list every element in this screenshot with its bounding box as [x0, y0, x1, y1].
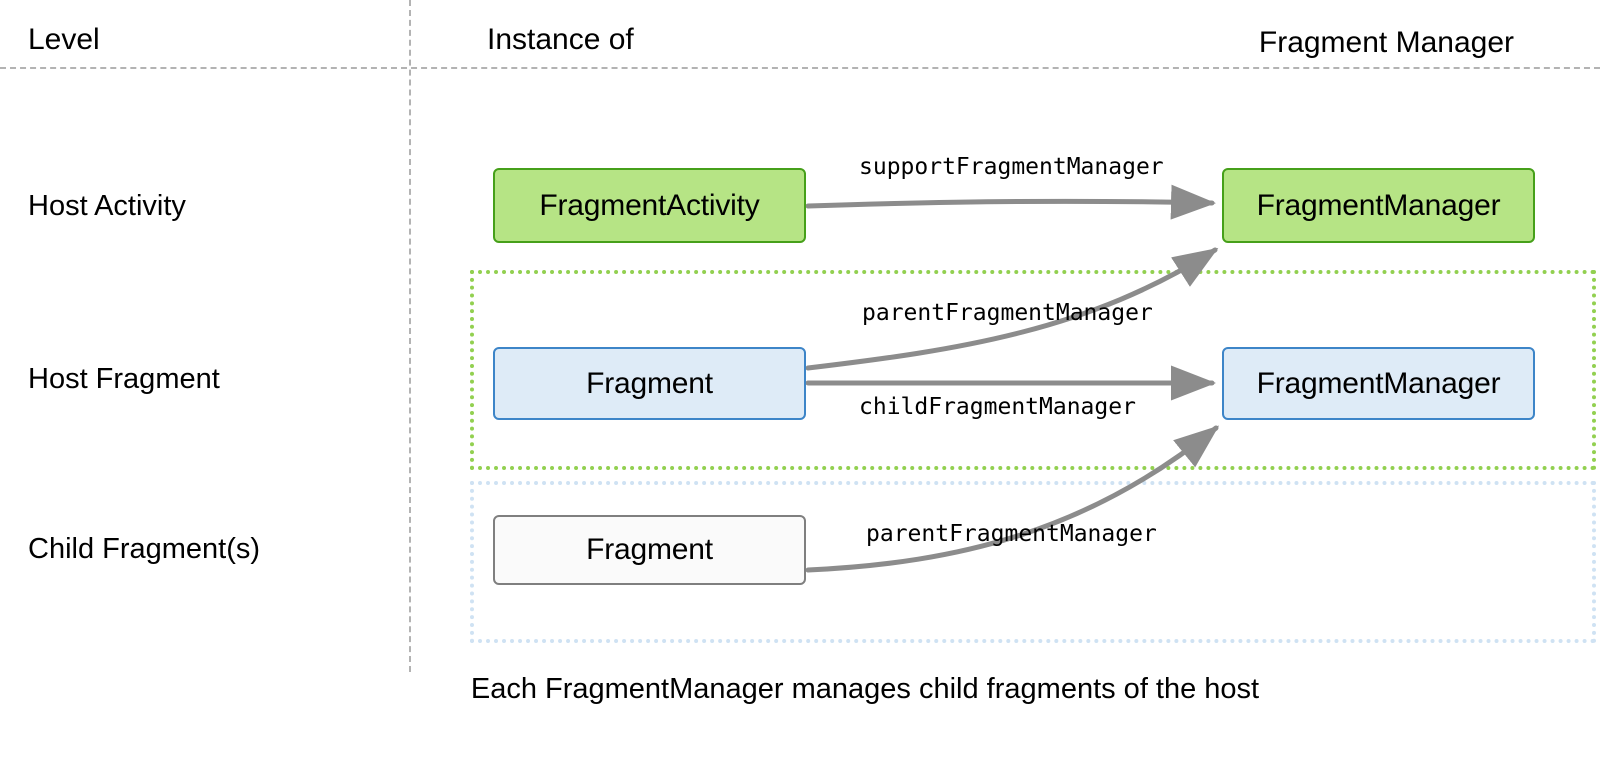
horizontal-divider	[0, 67, 1600, 69]
diagram-caption: Each FragmentManager manages child fragm…	[470, 673, 1260, 705]
edge-label-child-fragment-manager: childFragmentManager	[859, 394, 1136, 420]
column-header-fragment-manager: Fragment Manager	[1258, 26, 1514, 59]
node-fragment-manager-activity[interactable]: FragmentManager	[1222, 168, 1535, 243]
column-header-level: Level	[28, 23, 100, 56]
row-label-host-activity: Host Activity	[28, 190, 186, 222]
vertical-divider	[409, 0, 411, 672]
node-fragment-activity[interactable]: FragmentActivity	[493, 168, 806, 243]
node-fragment-manager-host-fragment[interactable]: FragmentManager	[1222, 347, 1535, 420]
column-header-instance-of: Instance of	[487, 23, 634, 56]
edge-label-parent-fragment-manager-child: parentFragmentManager	[866, 521, 1157, 547]
edge-label-support-fragment-manager: supportFragmentManager	[859, 154, 1164, 180]
node-host-fragment[interactable]: Fragment	[493, 347, 806, 420]
edge-support-fragment-manager	[805, 184, 1216, 220]
row-label-host-fragment: Host Fragment	[28, 363, 220, 395]
node-child-fragment[interactable]: Fragment	[493, 515, 806, 585]
edge-label-parent-fragment-manager-host: parentFragmentManager	[862, 300, 1153, 326]
row-label-child-fragment: Child Fragment(s)	[28, 533, 261, 565]
